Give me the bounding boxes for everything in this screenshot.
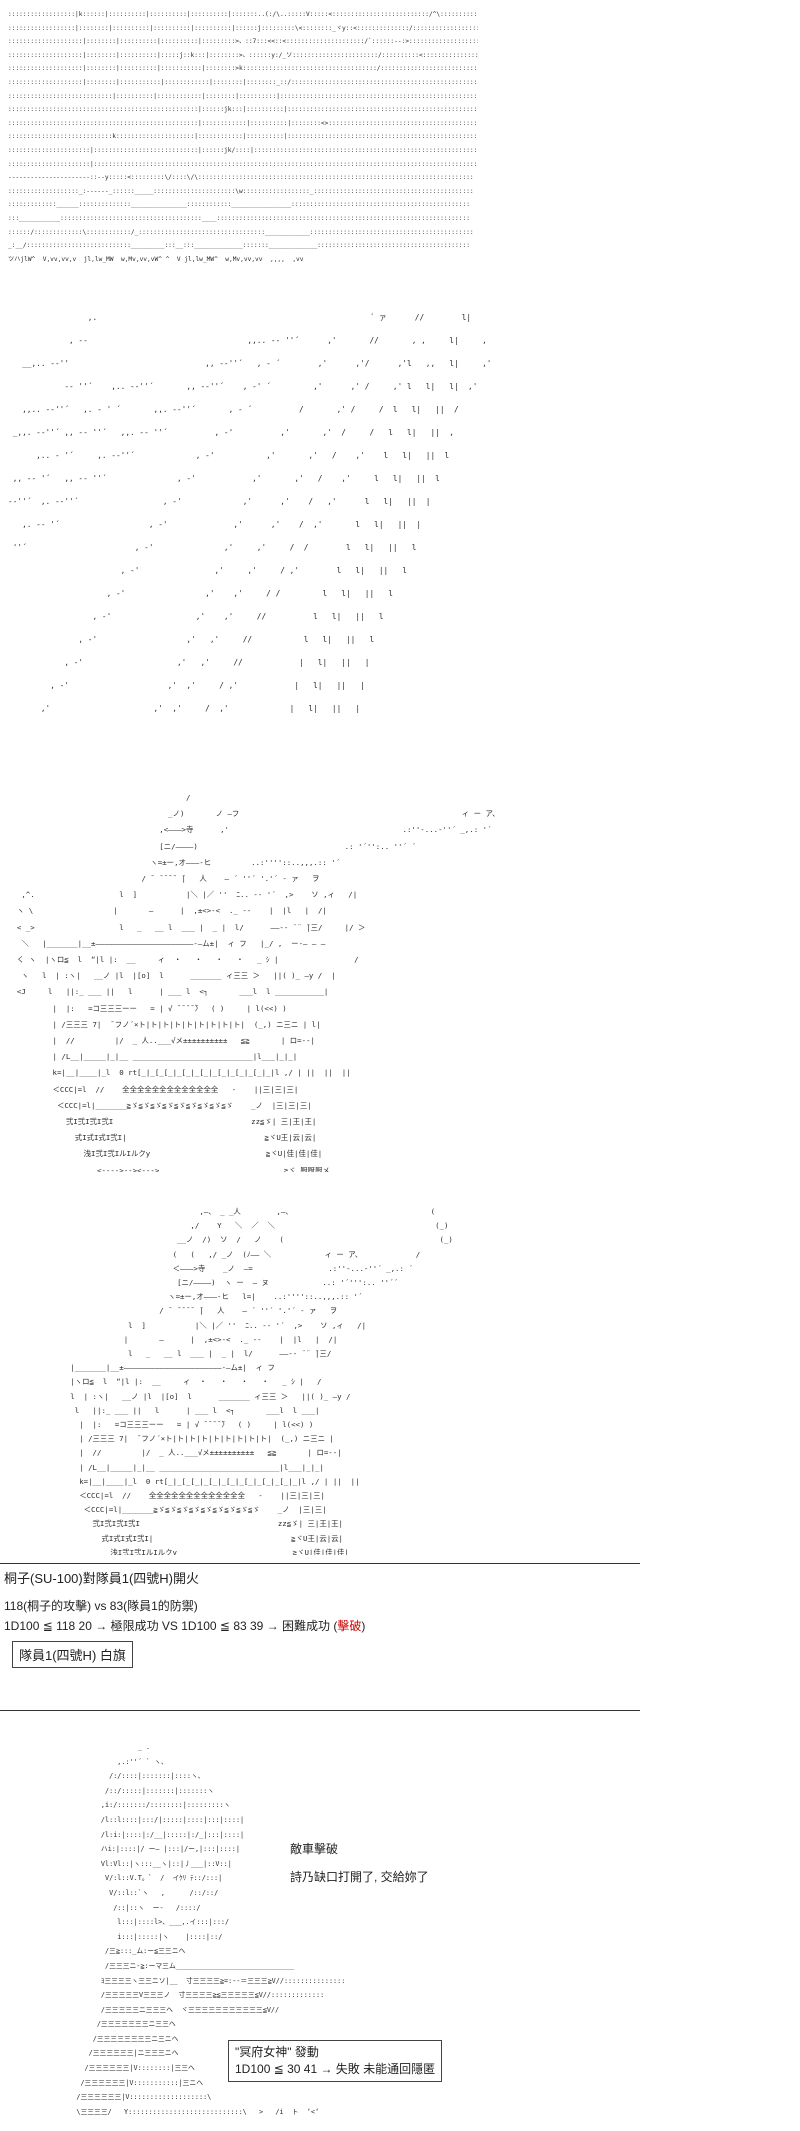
attack-vs-defense-line: 118(桐子的攻擊) vs 83(隊員1的防禦) [4,1599,198,1613]
dice-roll-text: 1D100 ≦ 118 20 → 極限成功 VS 1D100 ≦ 83 39 →… [4,1619,338,1633]
tank-firing-ascii-art: / _ノ) ノ ―フ ィ ー ア、 ,<―――>寺 ,' .:' [16,793,500,1172]
snowy-landscape-ascii-art: ::::::::::::::::::|k::::::|::::::::::|::… [8,11,478,263]
skill-activation-title: "冥府女神" 發動 [235,2045,319,2059]
enemy-destroyed-text: 敵車擊破 [290,1842,339,1856]
skill-activation-box: "冥府女神" 發動 1D100 ≦ 30 41 → 失敗 未能通回隱匿 [228,2040,443,2082]
dice-roll-close: ) [361,1619,366,1633]
tank-hit-smoke-ascii-art: ,―、 _ _人 ,―、 ( ,/ Y ＼ ／ ＼ (_) __ノ /) ソ [70,1207,453,1555]
dice-roll-result-line: 1D100 ≦ 118 20 → 極限成功 VS 1D100 ≦ 83 39 →… [4,1617,365,1634]
white-flag-status-box: 隊員1(四號H) 白旗 [12,1641,133,1668]
section-divider-bottom [0,1710,640,1711]
dialogue-text: 詩乃缺口打開了, 交給妳了 [290,1870,429,1884]
destroyed-label: 擊破 [337,1619,362,1633]
section-divider-top [0,1563,640,1564]
attack-announcement: 桐子(SU-100)對隊員1(四號H)開火 [4,1571,200,1586]
character-portrait-ascii-art: _ . ,.:''´ ` ヽ、 /:/::::|:::::::|::::ヽ、 /… [76,1743,346,2116]
skill-activation-roll: 1D100 ≦ 30 41 → 失敗 未能通回隱匿 [235,2062,436,2076]
light-rays-ascii-art: ,. ´ ァ // l| , -‐ ,,.. ‐- ''´ ,' // , , [8,313,492,713]
